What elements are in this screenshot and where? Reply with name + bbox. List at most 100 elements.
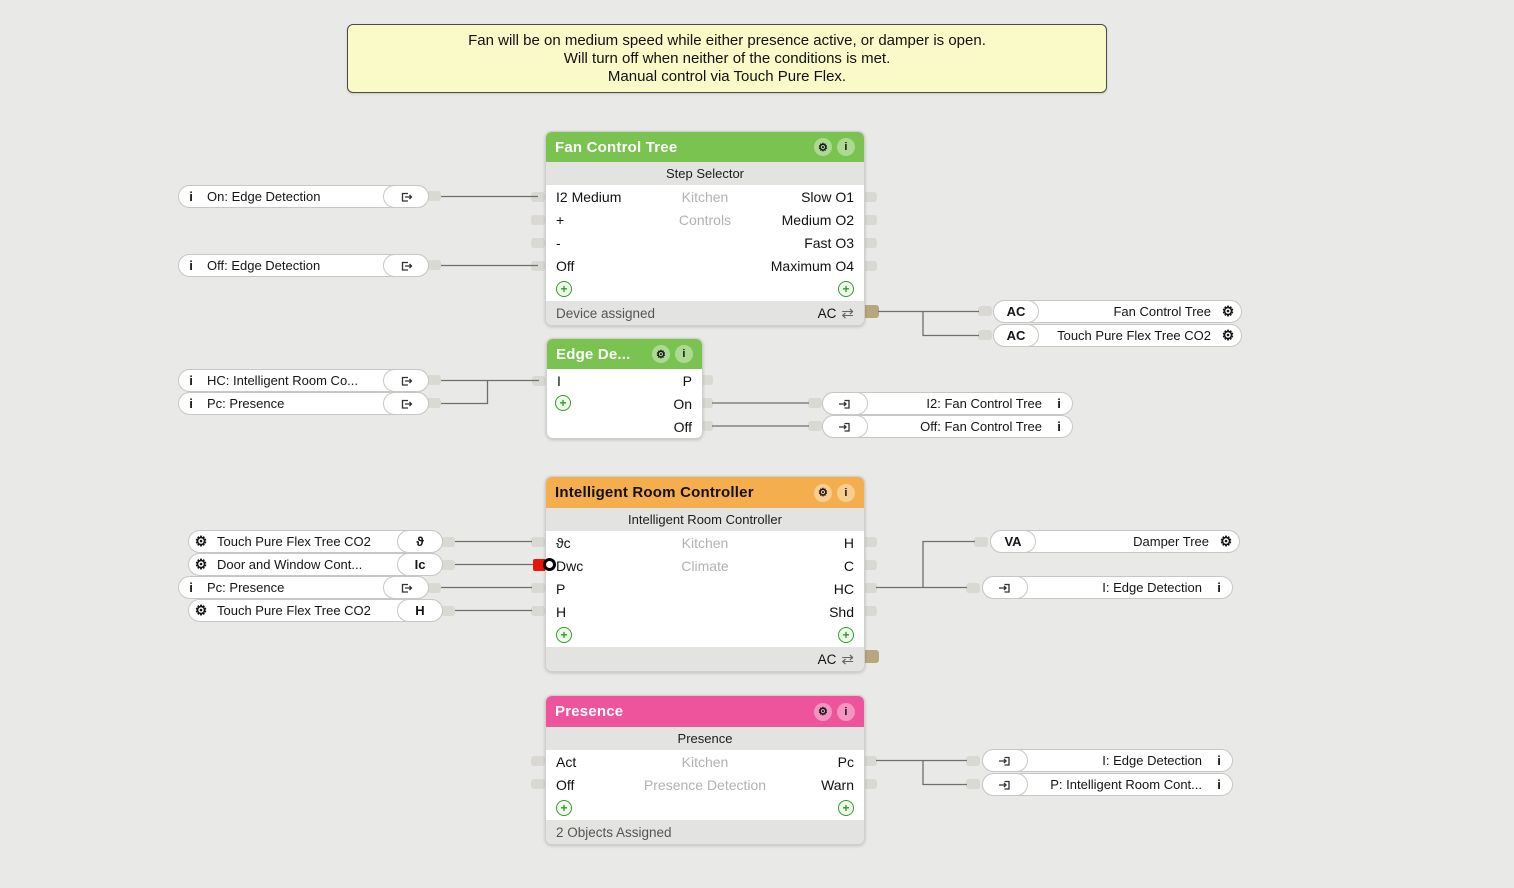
output-label[interactable]: Pc (837, 753, 854, 770)
add-input-icon[interactable]: + (555, 395, 571, 411)
output-label[interactable]: P (682, 372, 692, 389)
output-connector[interactable] (863, 606, 877, 616)
output-connector[interactable] (863, 537, 877, 547)
info-icon[interactable]: i (1057, 419, 1061, 434)
output-connector[interactable] (863, 583, 877, 593)
input-connector[interactable] (532, 376, 546, 386)
info-icon[interactable]: i (1217, 753, 1221, 768)
ref-connector[interactable] (966, 583, 980, 593)
swap-arrows-icon[interactable]: ⇄ (841, 651, 854, 668)
input-label[interactable]: ϑc (556, 534, 571, 551)
ref-connector[interactable] (978, 330, 992, 340)
ref-off-fan-control-tree[interactable]: Off: Fan Control Tree i (822, 415, 1073, 438)
output-label[interactable]: C (843, 557, 854, 574)
output-connector[interactable] (863, 261, 877, 271)
add-input-icon[interactable]: + (556, 800, 572, 816)
input-connector[interactable] (531, 537, 545, 547)
gear-icon[interactable]: ⚙ (1219, 533, 1233, 549)
output-label[interactable]: Maximum O4 (770, 257, 854, 274)
gear-icon[interactable]: ⚙ (814, 138, 832, 156)
ref-connector[interactable] (966, 779, 980, 789)
output-label[interactable]: Shd (829, 603, 854, 620)
add-output-icon[interactable]: + (838, 281, 854, 297)
gear-icon[interactable]: ⚙ (814, 702, 832, 721)
ref-door-window-contact[interactable]: ⚙ Door and Window Cont... Ic (188, 553, 443, 576)
output-label[interactable]: H (843, 534, 854, 551)
output-connector[interactable] (699, 398, 713, 408)
ac-connector[interactable] (862, 305, 879, 318)
input-label[interactable]: Act (556, 753, 577, 770)
output-connector[interactable] (863, 779, 877, 789)
ref-connector[interactable] (808, 421, 822, 431)
ref-on-edge-detection[interactable]: i On: Edge Detection (178, 185, 429, 208)
ref-connector[interactable] (966, 756, 980, 766)
info-icon[interactable]: i (1057, 396, 1061, 411)
info-icon[interactable]: i (1217, 580, 1221, 595)
input-label[interactable]: Off (556, 776, 575, 793)
output-connector[interactable] (863, 238, 877, 248)
output-label[interactable]: On (673, 395, 692, 412)
ref-connector[interactable] (427, 191, 441, 201)
output-label[interactable]: Slow O1 (801, 188, 854, 205)
add-input-icon[interactable]: + (556, 281, 572, 297)
ref-i-edge-detection-2[interactable]: I: Edge Detection i (982, 749, 1233, 772)
output-connector[interactable] (699, 421, 713, 431)
output-connector[interactable] (863, 756, 877, 766)
ref-connector[interactable] (808, 398, 822, 408)
output-label[interactable]: Fast O3 (804, 234, 854, 251)
gear-icon[interactable]: ⚙ (1221, 303, 1235, 319)
info-icon[interactable]: i (1217, 777, 1221, 792)
gear-icon[interactable]: ⚙ (652, 345, 670, 363)
input-label[interactable]: + (556, 211, 565, 228)
ref-connector[interactable] (427, 375, 441, 385)
input-connector[interactable] (531, 606, 545, 616)
input-label[interactable]: P (556, 580, 566, 597)
add-output-icon[interactable]: + (838, 627, 854, 643)
output-connector[interactable] (863, 560, 877, 570)
ref-ac-fan-control-tree[interactable]: AC Fan Control Tree ⚙ (993, 300, 1242, 323)
output-connector[interactable] (699, 375, 713, 385)
block-fan-control-tree[interactable]: Fan Control Tree ⚙ i Step Selector I2 Me… (545, 131, 865, 326)
input-label[interactable]: I2 Medium (556, 188, 622, 205)
info-icon[interactable]: i (837, 138, 855, 156)
output-connector[interactable] (863, 215, 877, 225)
block-intelligent-room-controller[interactable]: Intelligent Room Controller ⚙ i Intellig… (545, 476, 865, 672)
gear-icon[interactable]: ⚙ (814, 483, 832, 502)
input-connector[interactable] (531, 238, 545, 248)
ref-p-intelligent-room-controller[interactable]: P: Intelligent Room Cont... i (982, 773, 1233, 796)
ref-off-edge-detection[interactable]: i Off: Edge Detection (178, 254, 429, 277)
input-label[interactable]: H (556, 603, 567, 620)
block-header[interactable]: Presence ⚙ i (546, 696, 864, 727)
input-connector[interactable] (531, 583, 545, 593)
info-icon[interactable]: i (837, 702, 855, 721)
ref-pc-presence-2[interactable]: i Pc: Presence (178, 576, 429, 599)
ac-connector[interactable] (862, 650, 879, 663)
comment-note[interactable]: Fan will be on medium speed while either… (347, 24, 1107, 93)
ref-pc-presence[interactable]: i Pc: Presence (178, 392, 429, 415)
block-presence[interactable]: Presence ⚙ i Presence Act Kitchen Pc Off… (545, 695, 865, 845)
ref-connector[interactable] (427, 583, 441, 593)
output-label[interactable]: Off (673, 418, 692, 435)
output-label[interactable]: HC (833, 580, 854, 597)
ref-i2-fan-control-tree[interactable]: I2: Fan Control Tree i (822, 392, 1073, 415)
ref-connector[interactable] (441, 606, 455, 616)
input-connector[interactable] (531, 779, 545, 789)
block-header[interactable]: Edge De... ⚙ i (547, 339, 702, 369)
output-connector[interactable] (863, 192, 877, 202)
input-connector[interactable] (531, 192, 545, 202)
block-edge-detection[interactable]: Edge De... ⚙ i I P + On Off (546, 338, 703, 439)
ref-connector[interactable] (974, 537, 988, 547)
output-label[interactable]: Medium O2 (781, 211, 854, 228)
swap-arrows-icon[interactable]: ⇄ (841, 305, 854, 322)
gear-icon[interactable]: ⚙ (1221, 327, 1235, 343)
ref-touch-pure-flex-co2-humidity[interactable]: ⚙ Touch Pure Flex Tree CO2 H (188, 599, 443, 622)
input-label[interactable]: Dwc (556, 557, 584, 574)
input-connector[interactable] (531, 756, 545, 766)
add-output-icon[interactable]: + (838, 800, 854, 816)
ref-connector[interactable] (978, 306, 992, 316)
input-label[interactable]: - (556, 234, 561, 251)
ref-hc-intelligent-room-controller[interactable]: i HC: Intelligent Room Co... (178, 369, 429, 392)
info-icon[interactable]: i (837, 483, 855, 502)
block-header[interactable]: Fan Control Tree ⚙ i (546, 132, 864, 162)
ref-va-damper-tree[interactable]: VA Damper Tree ⚙ (990, 530, 1240, 553)
